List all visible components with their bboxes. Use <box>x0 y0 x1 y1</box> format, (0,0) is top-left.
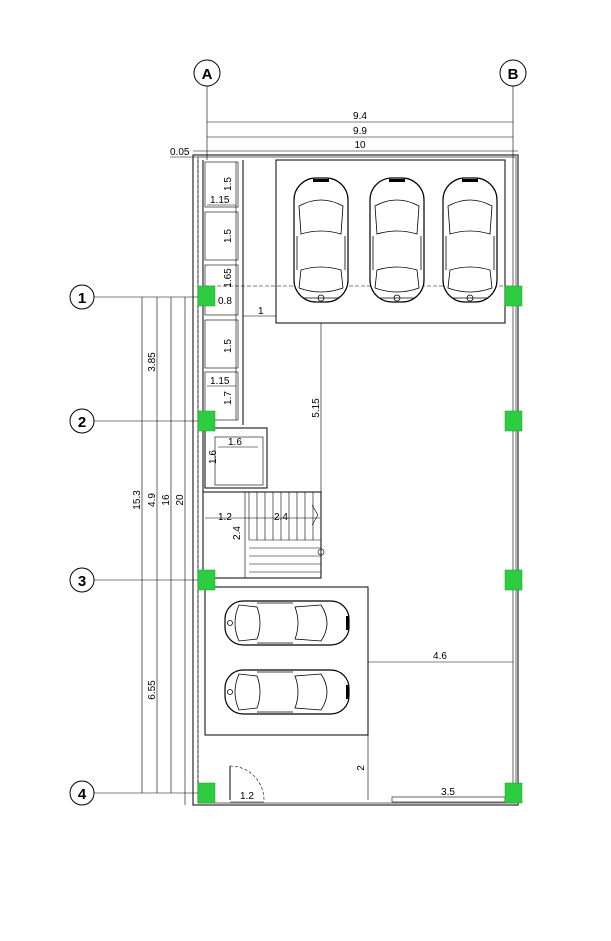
dim-step-1: 1 <box>258 306 264 317</box>
grid-label-4: 4 <box>78 786 87 803</box>
column-b1 <box>504 285 523 307</box>
dim-yard-width: 4.6 <box>433 651 447 662</box>
column-a4 <box>197 782 216 804</box>
outer-walls <box>192 154 519 806</box>
dim-front-depth: 2 <box>356 765 367 771</box>
top-dimensions: 9.4 9.9 10 0.05 <box>170 111 518 158</box>
lower-parking: 4.6 2 <box>204 586 513 800</box>
left-dimensions: 3.85 15.3 4.9 16 20 6.55 <box>132 297 186 805</box>
dim-16: 16 <box>161 494 172 506</box>
grid-row-1: 1 <box>69 284 205 310</box>
grid-label-3: 3 <box>78 573 86 590</box>
grid-label-1: 1 <box>78 290 86 307</box>
dim-room1-height: 1.5 <box>223 177 234 191</box>
dim-wc-width: 1.6 <box>228 437 242 448</box>
column-a1 <box>197 285 216 307</box>
dim-room1-width: 1.15 <box>210 195 230 206</box>
car-topview-icon <box>442 177 498 303</box>
column-b2 <box>504 410 523 432</box>
dim-room3-width: 0.8 <box>218 296 232 307</box>
grid-row-2: 2 <box>69 408 205 434</box>
column-a2 <box>197 410 216 432</box>
dim-20: 20 <box>175 494 186 506</box>
dim-corridor: 5.15 <box>311 398 322 418</box>
car-topview-icon <box>224 669 350 715</box>
car-topview-icon <box>224 600 350 646</box>
column-b3 <box>504 569 523 591</box>
columns <box>197 285 523 804</box>
dim-4-9: 4.9 <box>147 493 158 507</box>
grid-row-3: 3 <box>69 567 205 593</box>
grid-column-a: A <box>193 59 221 160</box>
entrance: 1.2 3.5 <box>229 765 506 803</box>
dim-0-05: 0.05 <box>170 147 190 158</box>
dim-room4-height: 1.5 <box>223 339 234 353</box>
grid-label-b: B <box>508 66 519 83</box>
dim-door-width: 1.2 <box>240 791 254 802</box>
column-b4 <box>504 782 523 804</box>
dim-room3-height: 1.65 <box>223 268 234 288</box>
dim-6-55: 6.55 <box>147 680 158 700</box>
dim-gate-width: 3.5 <box>441 787 455 798</box>
dim-room5-height: 1.7 <box>223 391 234 405</box>
dim-stair-w2: 2.4 <box>274 512 288 523</box>
grid-row-4: 4 <box>69 780 205 806</box>
stair: 1.2 2.4 2.4 <box>202 491 325 579</box>
car-topview-icon <box>369 177 425 303</box>
dim-wc-height: 1.6 <box>208 450 219 464</box>
grid-label-2: 2 <box>78 414 86 431</box>
dim-room2-height: 1.5 <box>223 229 234 243</box>
dim-15-3: 15.3 <box>132 490 143 510</box>
dim-stair-h: 2.4 <box>232 526 243 540</box>
dim-9-4: 9.4 <box>353 111 367 122</box>
dim-stair-w1: 1.2 <box>218 512 232 523</box>
car-topview-icon <box>293 177 349 303</box>
grid-column-b: B <box>499 59 527 160</box>
dim-3-85: 3.85 <box>147 352 158 372</box>
column-a3 <box>197 569 216 591</box>
dim-room5-width: 1.15 <box>210 376 230 387</box>
grid-label-a: A <box>202 66 213 83</box>
upper-parking: 5.15 <box>205 159 513 492</box>
wc-room: 1.6 1.6 <box>204 427 268 489</box>
dim-10: 10 <box>354 140 366 151</box>
dim-9-9: 9.9 <box>353 126 367 137</box>
